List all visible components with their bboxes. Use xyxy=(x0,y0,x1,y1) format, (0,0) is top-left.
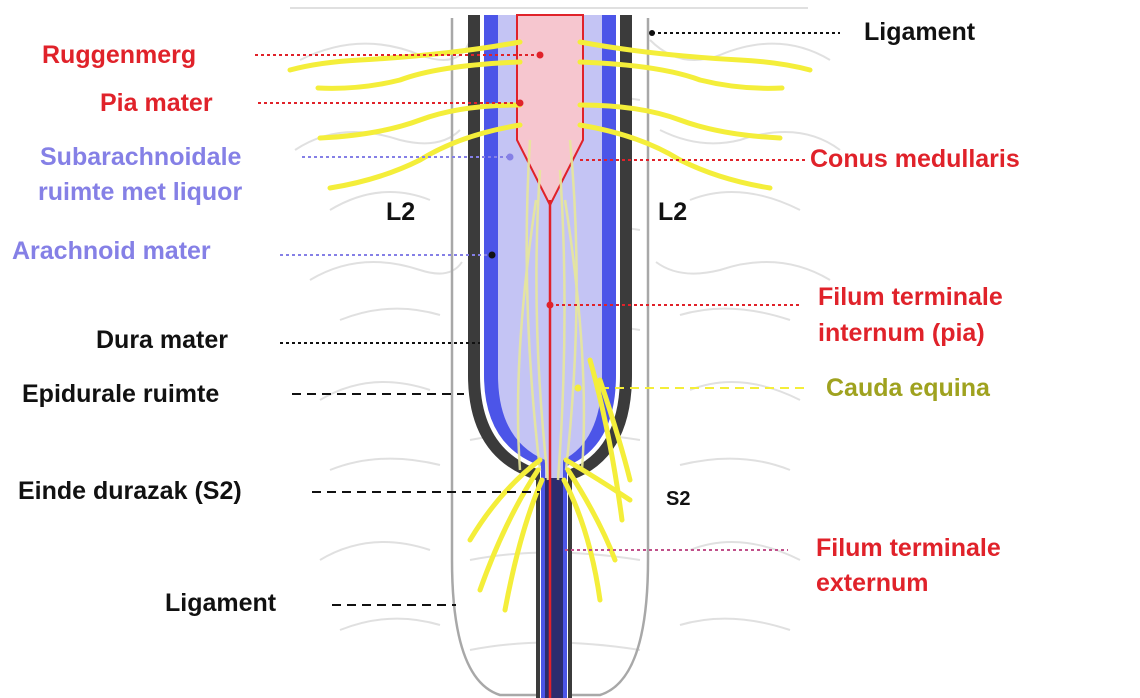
label-conus-medullaris: Conus medullaris xyxy=(810,145,1020,173)
label-ruggenmerg: Ruggenmerg xyxy=(42,41,197,69)
conus-shape xyxy=(516,14,584,208)
label-ligament-bottom: Ligament xyxy=(165,589,277,617)
label-filum-internum-line2: internum (pia) xyxy=(818,319,985,347)
label-epidurale-ruimte: Epidurale ruimte xyxy=(22,380,220,408)
filum-externum-shape xyxy=(545,478,563,698)
leader-dots xyxy=(488,30,655,392)
label-filum-externum-line1: Filum terminale xyxy=(816,534,1001,562)
label-dura-mater: Dura mater xyxy=(96,326,228,354)
label-ligament-top: Ligament xyxy=(864,18,976,46)
nerve-roots xyxy=(287,39,813,613)
label-cauda-equina: Cauda equina xyxy=(826,374,990,402)
label-l2-right: L2 xyxy=(658,198,688,226)
leader-lines xyxy=(255,32,840,606)
cauda-fibers xyxy=(516,139,586,481)
label-s2: S2 xyxy=(666,488,691,510)
label-arachnoid-mater: Arachnoid mater xyxy=(12,237,211,265)
label-einde-durazak: Einde durazak (S2) xyxy=(18,477,242,505)
label-subarachnoidale-line2: ruimte met liquor xyxy=(38,178,243,206)
label-filum-internum-line1: Filum terminale xyxy=(818,283,1003,311)
label-pia-mater: Pia mater xyxy=(100,89,213,117)
label-filum-externum-line2: externum xyxy=(816,569,929,597)
label-subarachnoidale-line1: Subarachnoidale xyxy=(40,143,242,171)
label-l2-left: L2 xyxy=(386,198,416,226)
